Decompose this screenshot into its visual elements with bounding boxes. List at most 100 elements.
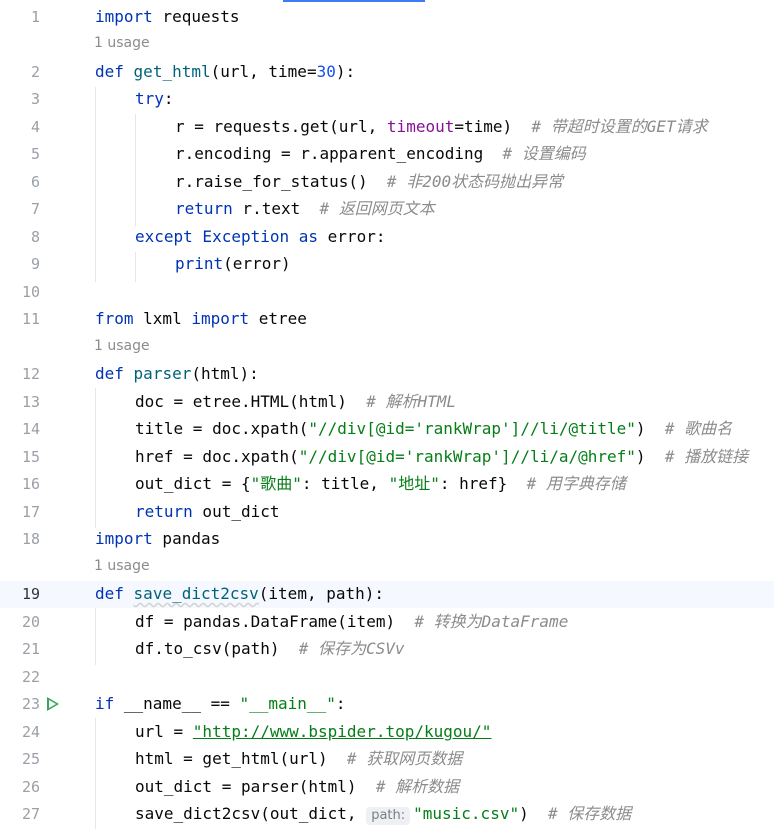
keyword: def [95, 62, 124, 81]
usage-hint-line: 1 usage [0, 31, 774, 58]
line-number: 9 [30, 255, 40, 273]
code-token: out_dict = parser(html) [135, 777, 376, 796]
line-number: 10 [21, 283, 40, 301]
code-token [124, 62, 134, 81]
code-token: : [163, 89, 174, 108]
line-number: 25 [21, 750, 40, 768]
code-token: html = get_html(url) [135, 749, 347, 768]
code-text: if __name__ == "__main__": [95, 694, 345, 714]
code-token: r.raise_for_status() [175, 172, 387, 191]
code-line[interactable]: 2 def get_html(url, time=30): [0, 59, 774, 86]
keyword: try [135, 89, 164, 108]
code-line[interactable]: 25 html = get_html(url) # 获取网页数据 [0, 746, 774, 773]
comment: # 播放链接 [664, 447, 749, 466]
comment: # 非200状态码抛出异常 [386, 172, 564, 191]
code-text: out_dict = parser(html) # 解析数据 [135, 777, 459, 797]
code-text: import requests [95, 7, 240, 27]
code-token: (item, path): [258, 584, 385, 603]
code-line[interactable]: 22 [0, 664, 774, 691]
code-text: from lxml import etree [95, 309, 307, 329]
code-line[interactable]: 11 from lxml import etree [0, 306, 774, 333]
usage-hint[interactable]: 1 usage [94, 35, 150, 51]
code-line[interactable]: 17 return out_dict [0, 499, 774, 526]
class-name: Exception [192, 227, 299, 246]
code-line[interactable]: 4 r = requests.get(url, timeout=time) # … [0, 114, 774, 141]
code-token [124, 584, 134, 603]
code-line[interactable]: 7 return r.text # 返回网页文本 [0, 196, 774, 223]
indent-guide [135, 114, 136, 226]
line-number: 2 [30, 63, 40, 81]
comment: # 设置编码 [502, 144, 586, 163]
code-token: (error) [223, 254, 291, 273]
code-token: (html): [191, 364, 259, 383]
code-line[interactable]: 13 doc = etree.HTML(html) # 解析HTML [0, 389, 774, 416]
code-line[interactable]: 24 url = "http://www.bspider.top/kugou/" [0, 719, 774, 746]
line-number: 22 [21, 668, 40, 686]
code-token: pandas [152, 529, 221, 548]
code-text: doc = etree.HTML(html) # 解析HTML [135, 392, 456, 412]
code-line[interactable]: 14 title = doc.xpath("//div[@id='rankWra… [0, 416, 774, 443]
code-line[interactable]: 16 out_dict = {"歌曲": title, "地址": href} … [0, 471, 774, 498]
code-token: href = doc.xpath( [135, 447, 299, 466]
keyword: import [191, 309, 250, 328]
comment: # 保存为CSVv [298, 639, 405, 658]
keyword: import [95, 7, 153, 26]
code-line[interactable]: 26 out_dict = parser(html) # 解析数据 [0, 774, 774, 801]
code-line[interactable]: 6 r.raise_for_status() # 非200状态码抛出异常 [0, 169, 774, 196]
code-text: r.raise_for_status() # 非200状态码抛出异常 [175, 172, 563, 192]
code-line[interactable]: 20 df = pandas.DataFrame(item) # 转换为Data… [0, 609, 774, 636]
code-token: requests [152, 7, 240, 26]
code-text: return out_dict [135, 502, 280, 522]
run-icon[interactable] [47, 697, 59, 711]
keyword: import [95, 529, 153, 548]
url-link[interactable]: "http://www.bspider.top/kugou/" [192, 722, 492, 741]
keyword: except [135, 227, 193, 246]
code-token: df = pandas.DataFrame(item) [135, 612, 415, 631]
code-line[interactable]: 9 print(error) [0, 251, 774, 278]
line-number: 11 [21, 310, 40, 328]
usage-hint[interactable]: 1 usage [94, 338, 150, 354]
indent-guide [95, 608, 96, 665]
code-line[interactable]: 10 [0, 279, 774, 306]
code-token: r.text [232, 199, 320, 218]
code-token: lxml [133, 309, 192, 328]
code-line[interactable]: 12 def parser(html): [0, 361, 774, 388]
code-line[interactable]: 5 r.encoding = r.apparent_encoding # 设置编… [0, 141, 774, 168]
code-token: r = requests.get(url, [175, 117, 387, 136]
code-line[interactable]: 1 import requests [0, 4, 774, 31]
line-number: 13 [21, 393, 40, 411]
code-text: def parser(html): [95, 364, 259, 384]
code-text: title = doc.xpath("//div[@id='rankWrap']… [135, 419, 732, 439]
function-name: parser [133, 364, 192, 383]
code-text: out_dict = {"歌曲": title, "地址": href} # 用… [135, 474, 626, 494]
code-line[interactable]: 21 df.to_csv(path) # 保存为CSVv [0, 636, 774, 663]
comment: # 解析HTML [366, 392, 456, 411]
indent-guide [95, 718, 96, 829]
code-token: : href} [439, 474, 527, 493]
code-token: r.encoding = r.apparent_encoding [175, 144, 503, 163]
code-token: df.to_csv(path) [135, 639, 299, 658]
current-code-line[interactable]: 19 def save_dict2csv(item, path): [0, 581, 774, 608]
code-line[interactable]: 15 href = doc.xpath("//div[@id='rankWrap… [0, 444, 774, 471]
line-number: 17 [21, 503, 40, 521]
comment: # 获取网页数据 [346, 749, 463, 768]
code-line[interactable]: 3 try: [0, 86, 774, 113]
comment: # 保存数据 [548, 804, 632, 823]
code-line[interactable]: 8 except Exception as error: [0, 224, 774, 251]
code-line[interactable]: 18 import pandas [0, 526, 774, 553]
code-line[interactable]: 23 if __name__ == "__main__": [0, 691, 774, 718]
line-number: 18 [21, 530, 40, 548]
code-line[interactable]: 27 save_dict2csv(out_dict, path:"music.c… [0, 801, 774, 828]
code-text: return r.text # 返回网页文本 [175, 199, 435, 219]
code-text: r.encoding = r.apparent_encoding # 设置编码 [175, 144, 586, 164]
string-literal: "music.csv" [413, 804, 520, 823]
usage-hint[interactable]: 1 usage [94, 558, 150, 574]
code-token: out_dict = { [135, 474, 251, 493]
code-token: ) [635, 447, 665, 466]
line-number: 14 [21, 420, 40, 438]
code-token: etree [249, 309, 307, 328]
comment: # 用字典存储 [526, 474, 626, 493]
code-token [124, 364, 134, 383]
code-token: : [335, 694, 346, 713]
